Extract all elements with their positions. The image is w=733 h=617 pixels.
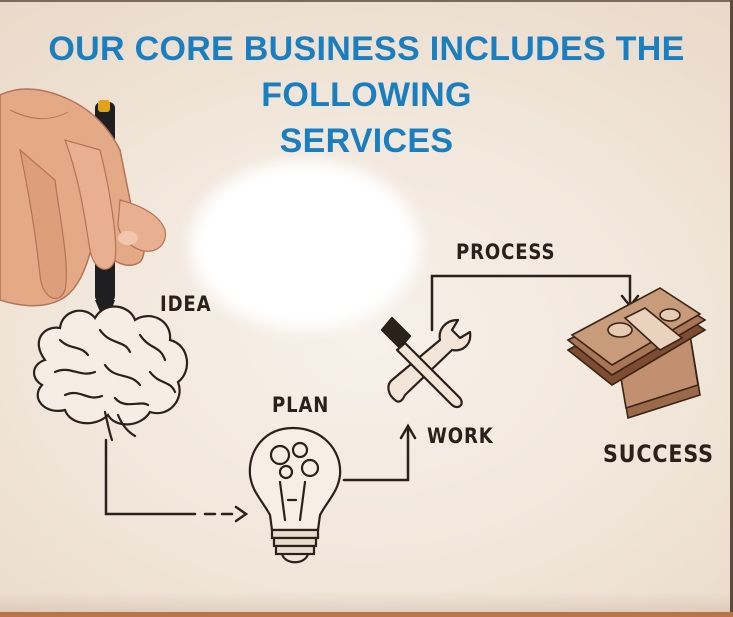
work-label: WORK: [427, 424, 494, 448]
plan-label: PLAN: [272, 393, 330, 417]
process-label: PROCESS: [456, 240, 556, 264]
plan-to-work-arrow: [342, 423, 417, 482]
idea-to-plan-arrow: [104, 438, 249, 523]
lightbulb-icon: [248, 426, 342, 564]
headline-line-3: SERVICES: [279, 122, 454, 160]
wrench-screwdriver-icon: [380, 316, 472, 409]
headline-line-1: OUR CORE BUSINESS INCLUDES THE: [48, 30, 685, 68]
bottom-shadow: [0, 592, 733, 612]
headline: OUR CORE BUSINESS INCLUDES THE FOLLOWING…: [20, 26, 713, 164]
background-glow: [190, 160, 420, 330]
idea-label: IDEA: [160, 292, 212, 316]
success-label: SUCCESS: [603, 440, 714, 468]
money-stack-icon: [566, 287, 707, 420]
frame-top-edge: [0, 0, 733, 2]
brain-icon: [33, 305, 189, 442]
bottom-bar: [0, 612, 733, 617]
headline-line-2: FOLLOWING: [261, 76, 472, 114]
hand-with-pen-icon: [0, 88, 167, 326]
frame-right-edge: [730, 0, 733, 617]
